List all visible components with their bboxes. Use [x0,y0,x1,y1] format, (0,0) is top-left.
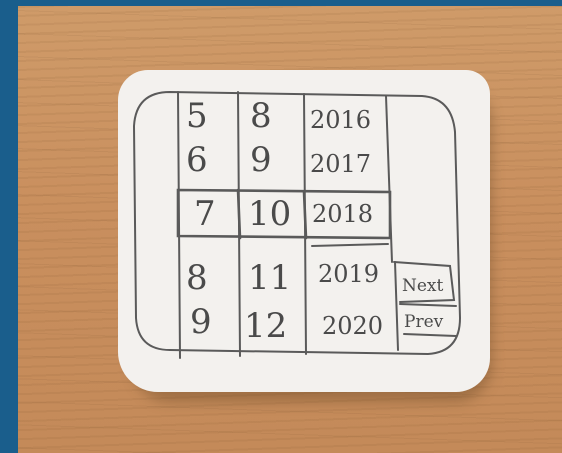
next-button[interactable]: Next [402,276,443,296]
prev-underline [404,334,456,336]
year-above-1[interactable]: 2016 [310,106,371,134]
day-below-2[interactable]: 9 [190,302,212,342]
year-above-2[interactable]: 2017 [310,150,371,178]
day-above-2[interactable]: 6 [186,140,208,180]
prev-button[interactable]: Prev [404,312,443,332]
year-below-1[interactable]: 2019 [318,260,379,288]
month-above-1[interactable]: 8 [250,96,272,136]
day-below-1[interactable]: 8 [186,258,208,298]
month-above-2[interactable]: 9 [250,140,272,180]
day-selected[interactable]: 7 [194,194,216,234]
month-below-2[interactable]: 12 [244,306,287,346]
row-underline [312,244,388,246]
year-selected[interactable]: 2018 [312,200,373,228]
year-below-2[interactable]: 2020 [322,312,383,340]
prev-divider [400,304,456,306]
column-divider-5 [395,262,398,350]
day-above-1[interactable]: 5 [186,96,208,136]
month-selected[interactable]: 10 [248,194,291,234]
month-below-1[interactable]: 11 [248,258,291,298]
